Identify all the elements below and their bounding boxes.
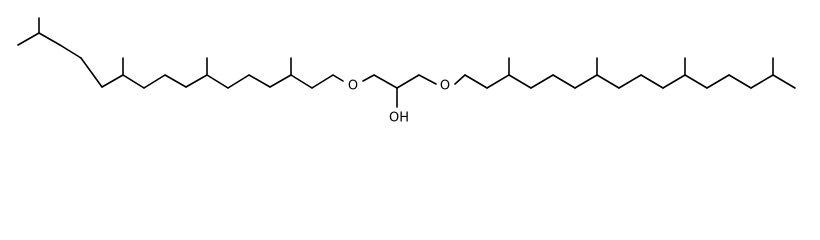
bond xyxy=(530,74,554,89)
bond xyxy=(59,44,82,59)
bond xyxy=(772,74,796,89)
bond xyxy=(464,74,488,89)
bond xyxy=(122,74,145,89)
bond xyxy=(373,74,398,89)
bond xyxy=(640,74,664,89)
bond xyxy=(80,57,103,88)
bond xyxy=(552,74,576,89)
bond xyxy=(728,74,752,89)
bond xyxy=(706,74,730,89)
bond xyxy=(418,74,437,85)
bond xyxy=(143,74,166,89)
bond xyxy=(362,74,375,82)
bond xyxy=(164,74,187,88)
bond xyxy=(38,32,61,46)
bond xyxy=(454,74,466,85)
bond xyxy=(227,74,250,89)
hydroxyl-group: OH xyxy=(389,111,409,126)
glycerol-core xyxy=(362,74,437,108)
bond xyxy=(17,32,40,46)
bond xyxy=(185,74,208,88)
bond xyxy=(750,74,774,89)
bond xyxy=(486,74,510,89)
bond xyxy=(332,74,344,82)
bond xyxy=(508,74,532,89)
bond xyxy=(684,74,708,89)
bond xyxy=(574,74,598,89)
bond xyxy=(206,74,229,89)
bond xyxy=(618,74,642,89)
ether-oxygen-right: O xyxy=(440,79,450,94)
ether-oxygen-left: O xyxy=(348,79,358,94)
structure-canvas: O O OH xyxy=(17,17,796,126)
bond xyxy=(248,74,271,88)
left-isoprenoid-chain xyxy=(17,17,344,89)
skeletal-formula: O O OH xyxy=(17,17,796,126)
bond xyxy=(290,74,313,89)
bond xyxy=(596,74,620,89)
bond xyxy=(311,74,334,89)
bond xyxy=(662,74,686,89)
bond xyxy=(269,74,292,88)
bond xyxy=(101,74,124,88)
right-isoprenoid-chain xyxy=(454,57,796,89)
bond xyxy=(396,74,420,89)
